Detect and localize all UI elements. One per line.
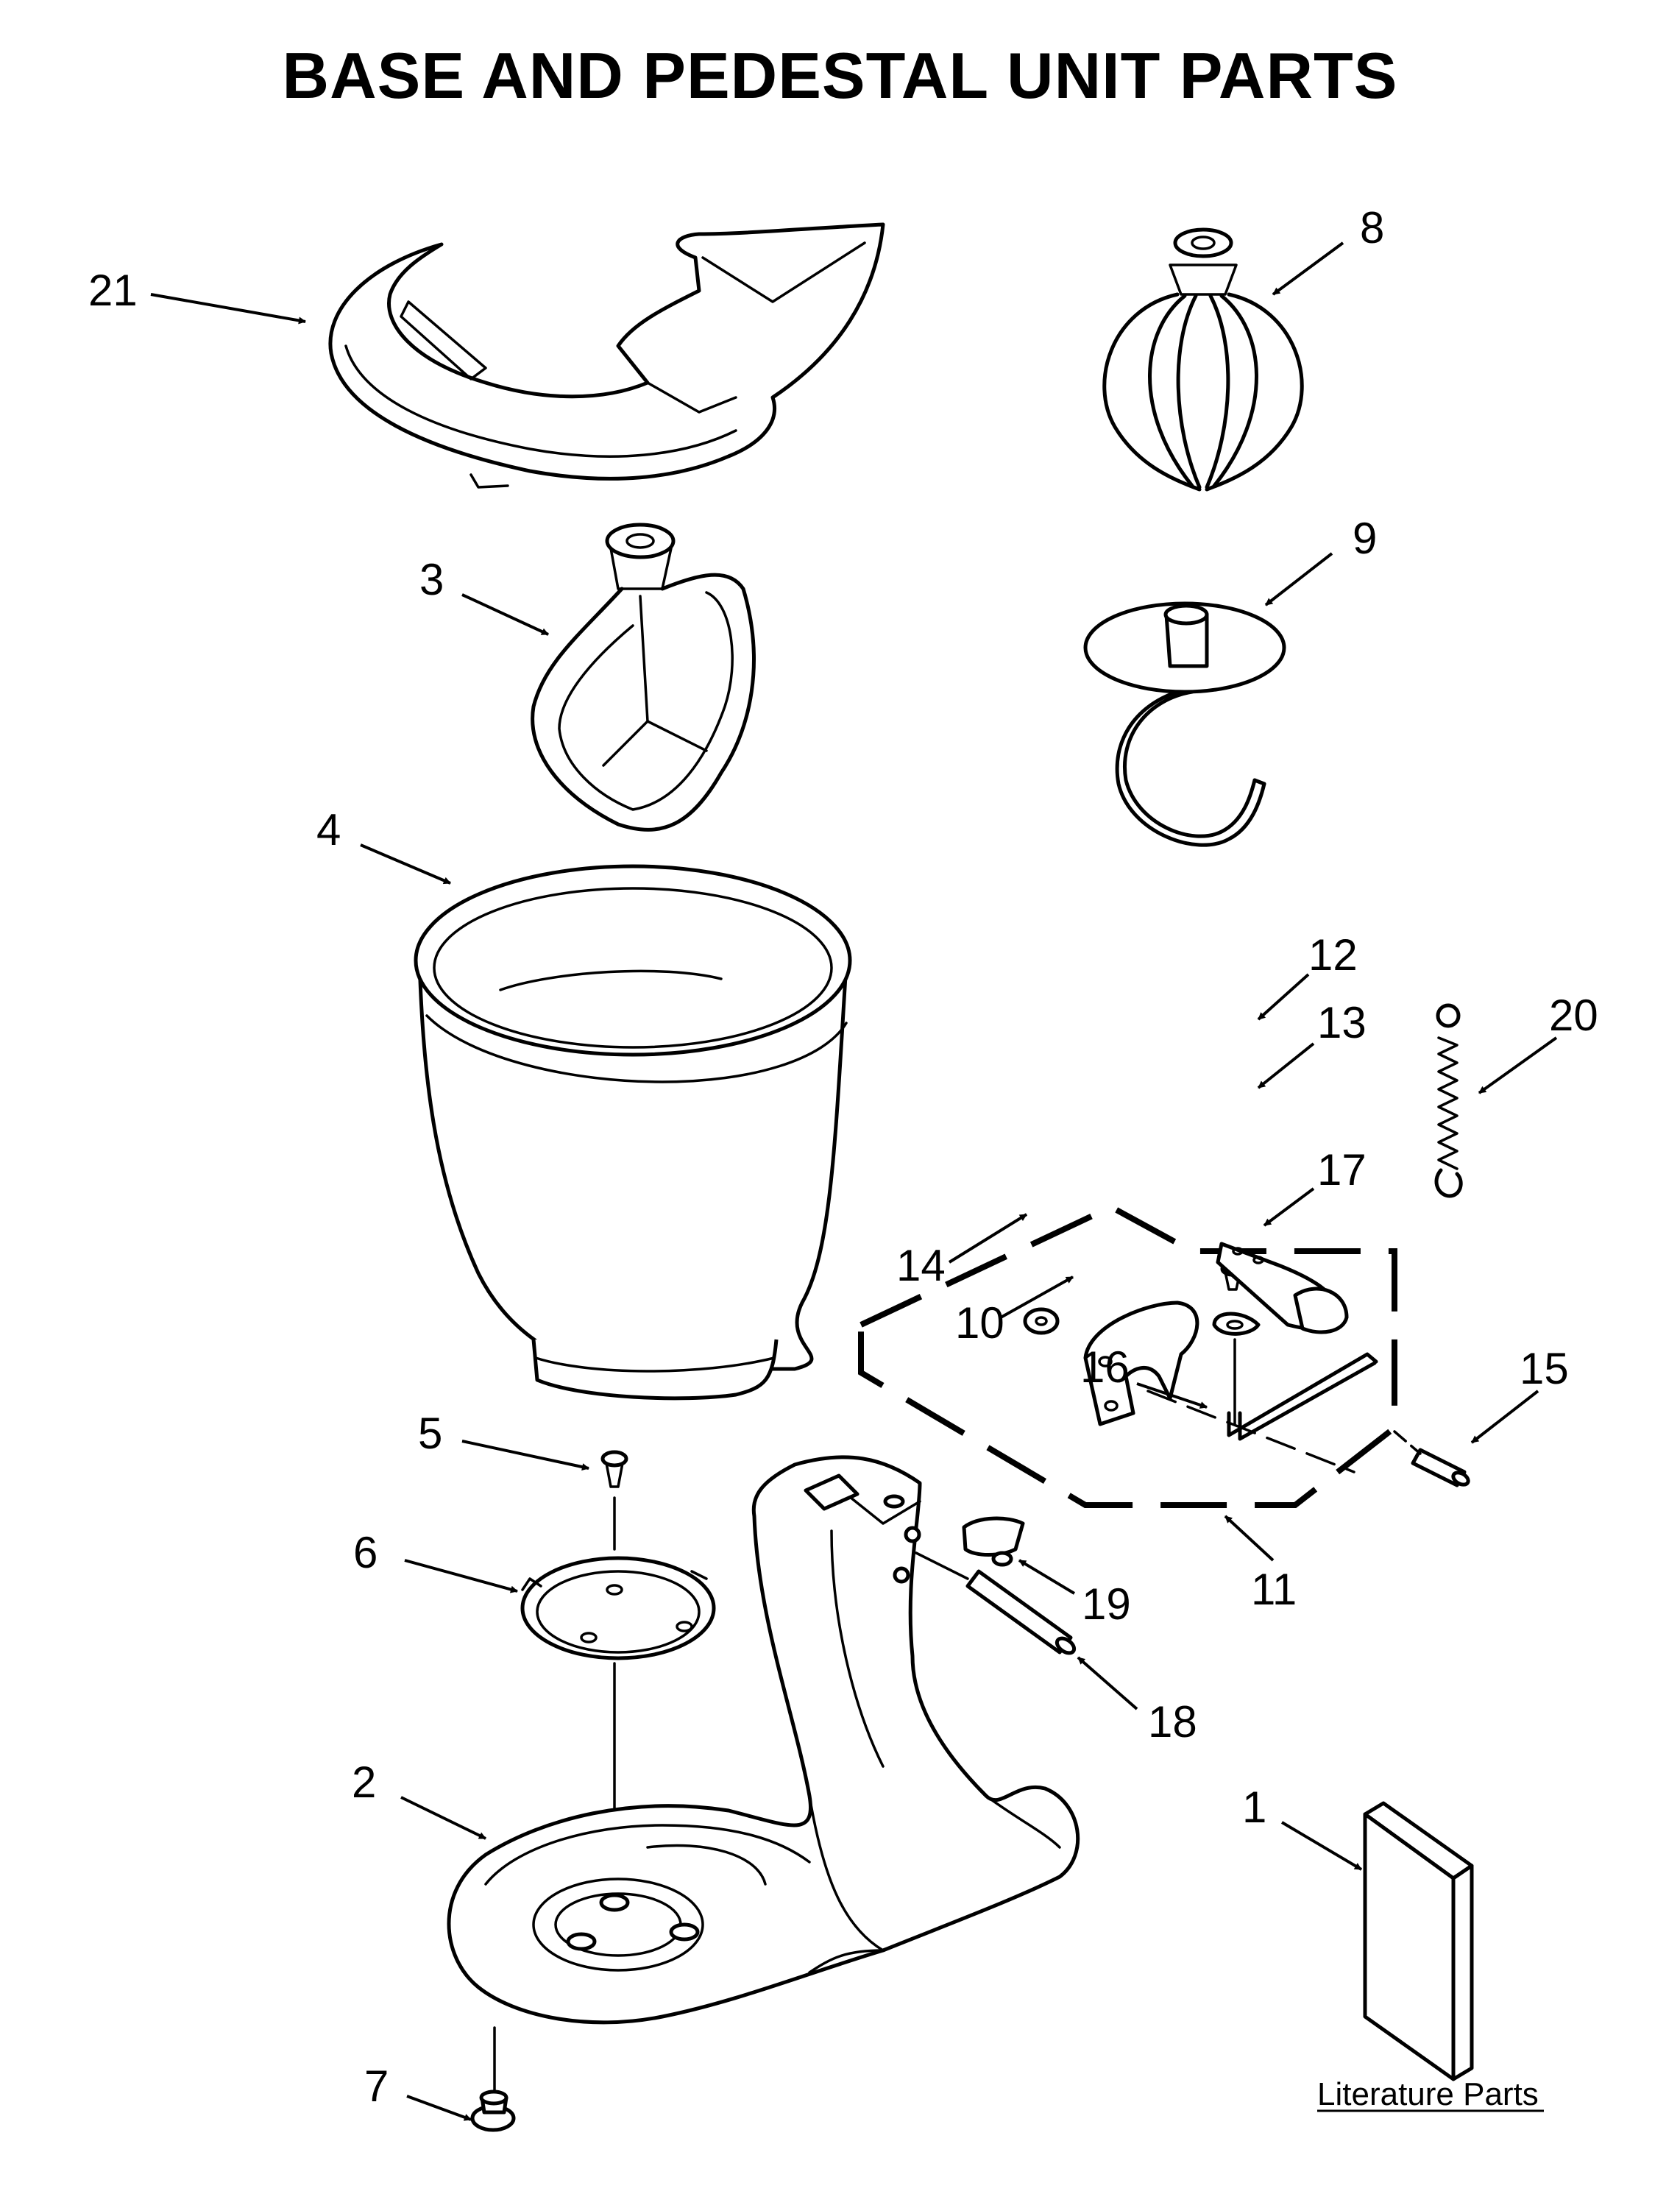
hinge-pin-drawing xyxy=(915,1551,1077,1655)
callout-3: 3 xyxy=(419,555,444,604)
spring-drawing xyxy=(1434,1003,1463,1198)
callout-12: 12 xyxy=(1308,930,1358,980)
callout-10: 10 xyxy=(955,1298,1004,1348)
dough-hook-drawing xyxy=(1083,601,1286,847)
callout-13: 13 xyxy=(1317,998,1367,1047)
flat-beater-drawing xyxy=(531,523,756,832)
pouring-shield-drawing xyxy=(328,222,885,489)
callout-17: 17 xyxy=(1317,1145,1367,1195)
washer-13-drawing xyxy=(1212,1312,1261,1426)
callout-14: 14 xyxy=(896,1241,946,1290)
callout-5: 5 xyxy=(418,1409,442,1458)
literature-parts-label: Literature Parts xyxy=(1317,2076,1539,2112)
mixing-bowl-drawing xyxy=(414,864,852,1401)
callout-11: 11 xyxy=(1251,1565,1297,1614)
callout-18: 18 xyxy=(1148,1697,1197,1747)
callout-1: 1 xyxy=(1242,1783,1266,1832)
base-plate-drawing xyxy=(520,1556,716,1908)
callout-21: 21 xyxy=(88,266,138,315)
pin-15-drawing xyxy=(1393,1430,1470,1487)
pedestal-base-drawing xyxy=(447,1455,1080,2025)
callout-16: 16 xyxy=(1080,1342,1130,1392)
callout-8: 8 xyxy=(1360,203,1384,252)
callout-7: 7 xyxy=(364,2062,389,2111)
callout-19: 19 xyxy=(1082,1579,1131,1629)
callout-labels: 21 8 3 9 4 12 13 20 17 14 10 16 15 11 5 … xyxy=(88,203,1598,2111)
foot-drawing xyxy=(470,2026,516,2132)
callout-6: 6 xyxy=(353,1528,378,1577)
lock-knob-drawing xyxy=(962,1516,1025,1567)
page-title: BASE AND PEDESTAL UNIT PARTS xyxy=(282,39,1398,112)
leader-lines xyxy=(150,241,1558,2121)
literature-parts-link[interactable]: Literature Parts xyxy=(1317,2076,1544,2112)
callout-15: 15 xyxy=(1520,1344,1569,1393)
callout-20: 20 xyxy=(1549,991,1598,1040)
callout-2: 2 xyxy=(352,1758,376,1807)
callout-4: 4 xyxy=(316,805,341,854)
wire-whip-drawing xyxy=(1102,227,1304,492)
literature-book-drawing xyxy=(1363,1801,1474,2081)
screw-5-drawing xyxy=(600,1450,628,1551)
callout-9: 9 xyxy=(1353,514,1377,563)
